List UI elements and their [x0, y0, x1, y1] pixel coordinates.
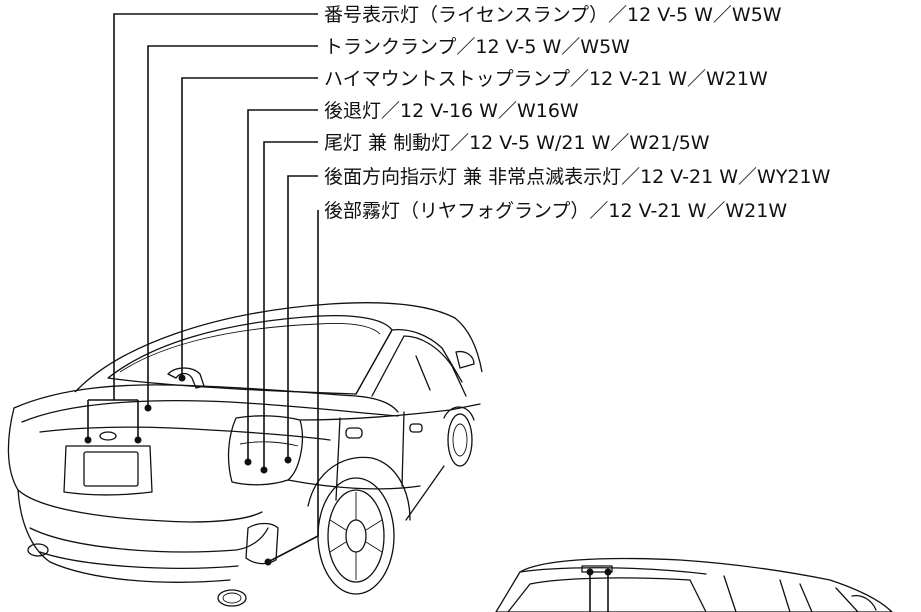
- label-rear-turn-hazard-lamp: 後面方向指示灯 兼 非常点滅表示灯／12 V-21 W／WY21W: [324, 166, 831, 188]
- leader-rear-fog-lamp: [267, 210, 319, 563]
- dot-license-plate-lamp-right: [134, 436, 142, 444]
- callout-dots: [84, 374, 612, 576]
- sedan-rear-illustration: [7, 302, 483, 607]
- dot-trunk-lamp: [144, 404, 152, 412]
- leader-high-mount-stop-lamp: [181, 77, 318, 378]
- leader-license-plate-lamp: [87, 13, 318, 440]
- wagon-rear-illustration: [495, 557, 893, 612]
- dot-rear-turn-hazard-lamp: [284, 456, 292, 464]
- label-trunk-lamp: トランクランプ／12 V-5 W／W5W: [324, 36, 630, 58]
- dot-wagon-left: [586, 568, 594, 576]
- dot-wagon-right: [604, 568, 612, 576]
- leader-back-up-lamp: [247, 109, 318, 462]
- callout-labels: 番号表示灯（ライセンスランプ）／12 V-5 W／W5W トランクランプ／12 …: [324, 4, 831, 222]
- leader-rear-turn-hazard-lamp: [287, 175, 318, 460]
- dot-license-plate-lamp-left: [84, 436, 92, 444]
- dot-rear-fog-lamp: [264, 558, 272, 566]
- callout-leaders: [87, 13, 609, 612]
- dot-back-up-lamp: [244, 458, 252, 466]
- label-rear-fog-lamp: 後部霧灯（リヤフォグランプ）／12 V-21 W／W21W: [324, 200, 787, 222]
- dot-high-mount-stop-lamp: [178, 374, 186, 382]
- label-back-up-lamp: 後退灯／12 V-16 W／W16W: [324, 100, 579, 122]
- leader-tail-stop-lamp: [263, 141, 318, 470]
- label-license-plate-lamp: 番号表示灯（ライセンスランプ）／12 V-5 W／W5W: [324, 4, 782, 26]
- label-high-mount-stop-lamp: ハイマウントストップランプ／12 V-21 W／W21W: [324, 68, 768, 90]
- dot-tail-stop-lamp: [260, 466, 268, 474]
- leader-trunk-lamp: [147, 45, 318, 408]
- label-tail-stop-lamp: 尾灯 兼 制動灯／12 V-5 W/21 W／W21/5W: [324, 132, 710, 154]
